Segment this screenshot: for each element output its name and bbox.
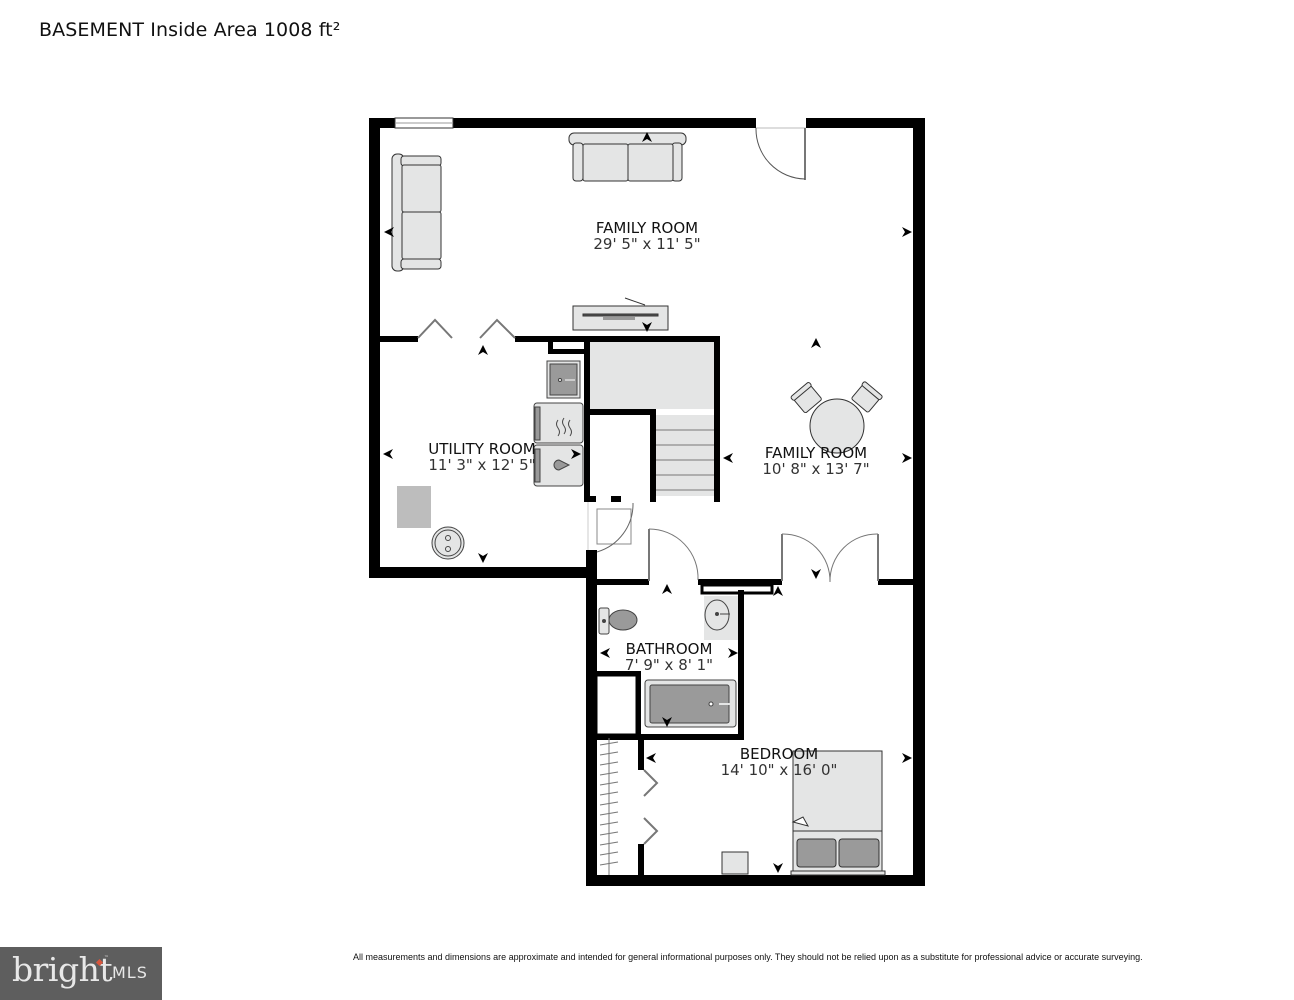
tv-console [572,297,669,331]
exterior-walls [369,118,925,886]
svg-text:29' 5" x 11' 5": 29' 5" x 11' 5" [593,235,700,253]
floor-title: BASEMENT Inside Area 1008 ft² [39,19,341,41]
dimension-arrows [383,132,912,873]
bed [790,750,886,876]
svg-text:FAMILY ROOM: FAMILY ROOM [765,444,867,462]
room-family-room-2: FAMILY ROOM 10' 8" x 13' 7" [762,444,869,478]
bathroom-door[interactable] [648,528,699,581]
room-bathroom: BATHROOM 7' 9" x 8' 1" [625,640,713,674]
water-heater [431,526,465,560]
bright-mls-logo: bright ™ MLS [0,947,162,1000]
bathroom-sink [704,596,738,640]
disclaimer-text: All measurements and dimensions are appr… [353,952,1143,962]
dryer [533,402,584,444]
logo-wordmark: bright [12,950,113,989]
svg-text:BATHROOM: BATHROOM [626,640,713,658]
logo-trademark: ™ [104,955,109,961]
bifold-door-utility[interactable] [417,318,516,339]
dining-table [790,381,883,454]
entry-door[interactable] [755,127,806,180]
room-utility-room: UTILITY ROOM 11' 3" x 12' 5" [428,440,535,474]
svg-text:UTILITY ROOM: UTILITY ROOM [428,440,535,458]
sofa-top [568,132,687,182]
svg-text:FAMILY ROOM: FAMILY ROOM [596,219,698,237]
svg-text:11' 3" x 12' 5": 11' 3" x 12' 5" [428,456,535,474]
washer [533,444,584,487]
closet-bifold-door[interactable] [643,769,659,845]
closet-rod [599,738,619,875]
svg-text:BEDROOM: BEDROOM [740,745,818,763]
logo-mls-text: MLS [112,963,148,982]
svg-text:14' 10" x 16' 0": 14' 10" x 16' 0" [721,761,838,779]
sofa-left [391,153,442,272]
svg-text:10' 8" x 13' 7": 10' 8" x 13' 7" [762,460,869,478]
room-family-room-1: FAMILY ROOM 29' 5" x 11' 5" [593,219,700,253]
window [394,117,454,129]
toilet [598,607,638,635]
furnace [397,486,431,528]
room-bedroom: BEDROOM 14' 10" x 16' 0" [721,745,838,779]
vanity-frame [700,583,774,595]
bedroom-double-door[interactable] [781,533,879,583]
svg-text:7' 9" x 8' 1": 7' 9" x 8' 1" [625,656,713,674]
interior-walls [380,336,914,875]
nightstand [721,851,749,875]
bathtub [644,679,737,728]
utility-sink [546,360,581,399]
staircase[interactable] [590,342,714,496]
linen-closet [596,675,637,735]
utility-door[interactable] [587,502,634,553]
